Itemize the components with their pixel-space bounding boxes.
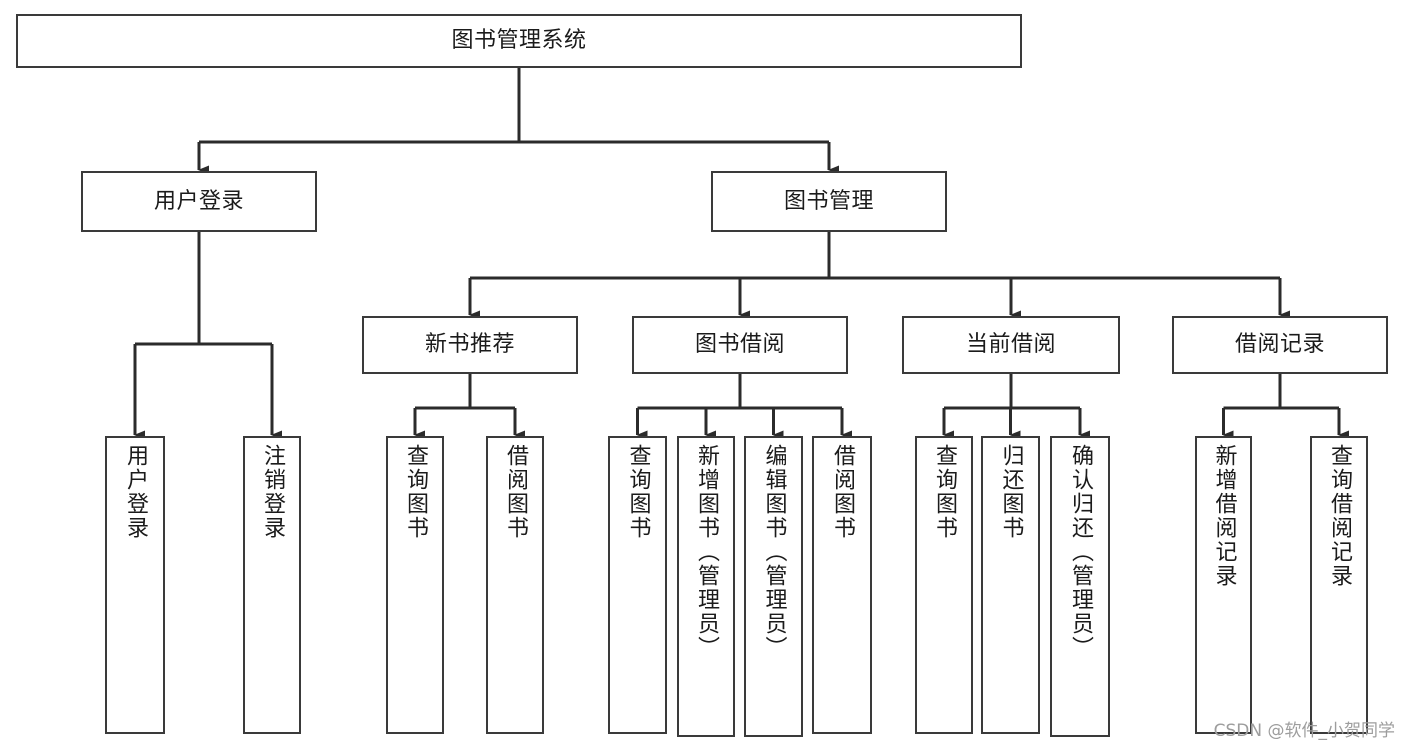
node-label: 新增图书（管理员） — [693, 444, 719, 660]
node-label: 新书推荐 — [424, 332, 515, 358]
watermark-label: CSDN @软件_小贺同学 — [1213, 721, 1395, 741]
node-user-login[interactable]: 用户登录 — [81, 171, 317, 232]
node-borrow-record[interactable]: 借阅记录 — [1172, 316, 1388, 374]
node-leaf-query-book-borrow[interactable]: 查询图书 — [608, 436, 667, 734]
node-label: 查询图书 — [625, 444, 651, 540]
node-leaf-confirm-return[interactable]: 确认归还（管理员） — [1050, 436, 1110, 737]
node-root[interactable]: 图书管理系统 — [16, 14, 1022, 68]
node-label: 归还图书 — [998, 444, 1024, 540]
node-label: 图书借阅 — [694, 332, 785, 358]
node-label: 用户登录 — [153, 188, 244, 214]
node-leaf-edit-book[interactable]: 编辑图书（管理员） — [744, 436, 803, 737]
node-leaf-add-record[interactable]: 新增借阅记录 — [1195, 436, 1252, 734]
node-book-manage[interactable]: 图书管理 — [711, 171, 947, 232]
node-leaf-logout[interactable]: 注销登录 — [243, 436, 301, 734]
node-label: 用户登录 — [122, 444, 148, 540]
connector-group — [133, 68, 1349, 440]
node-label: 查询图书 — [931, 444, 957, 540]
node-label: 图书管理系统 — [451, 28, 587, 54]
node-label: 图书管理 — [783, 188, 874, 214]
node-label: 借阅记录 — [1234, 332, 1325, 358]
node-label: 确认归还（管理员） — [1067, 444, 1093, 660]
node-leaf-borrow-book-rec[interactable]: 借阅图书 — [486, 436, 544, 734]
node-label: 新增借阅记录 — [1211, 444, 1237, 588]
node-label: 当前借阅 — [965, 332, 1056, 358]
node-current-borrow[interactable]: 当前借阅 — [902, 316, 1120, 374]
node-leaf-query-book-rec[interactable]: 查询图书 — [386, 436, 444, 734]
node-leaf-query-book-cur[interactable]: 查询图书 — [915, 436, 973, 734]
node-label: 注销登录 — [259, 444, 285, 540]
node-new-book-recommend[interactable]: 新书推荐 — [362, 316, 578, 374]
node-label: 借阅图书 — [829, 444, 855, 540]
node-leaf-borrow-book[interactable]: 借阅图书 — [812, 436, 872, 734]
node-label: 借阅图书 — [502, 444, 528, 540]
node-label: 查询图书 — [402, 444, 428, 540]
node-label: 编辑图书（管理员） — [761, 444, 787, 660]
node-leaf-return-book[interactable]: 归还图书 — [981, 436, 1040, 734]
node-leaf-user-login[interactable]: 用户登录 — [105, 436, 165, 734]
node-leaf-add-book[interactable]: 新增图书（管理员） — [677, 436, 735, 737]
node-leaf-query-record[interactable]: 查询借阅记录 — [1310, 436, 1368, 734]
node-label: 查询借阅记录 — [1326, 444, 1352, 588]
node-book-borrow[interactable]: 图书借阅 — [632, 316, 848, 374]
